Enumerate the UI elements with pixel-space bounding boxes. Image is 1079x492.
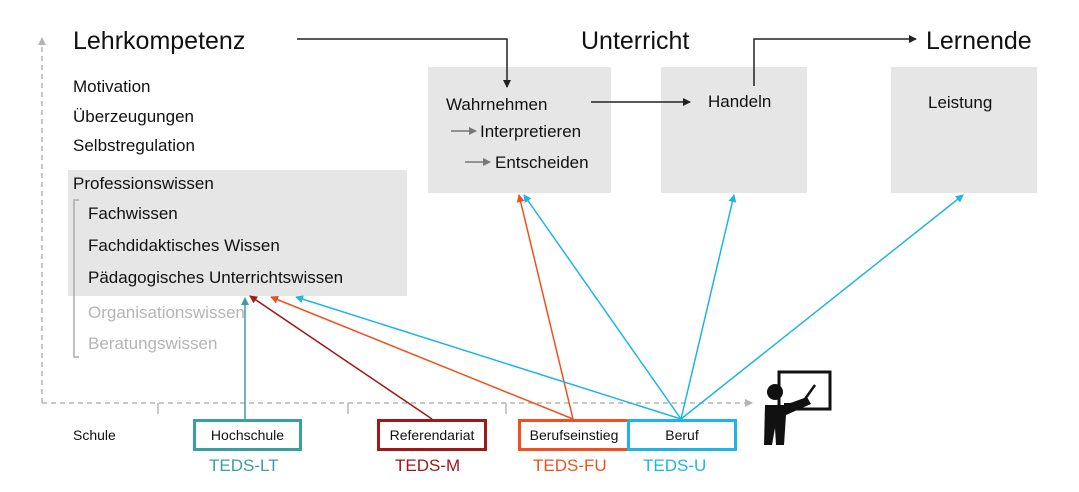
lehrkompetenz-to-wahrnehmen-arrow [297, 38, 511, 88]
label-entscheiden: Entscheiden [495, 153, 589, 172]
label-schule: Schule [73, 427, 116, 443]
knowledge-fachdidaktisch: Fachdidaktisches Wissen [88, 236, 280, 255]
teds-fu-arrow-wahrnehmen [516, 194, 574, 420]
disposition-ueberzeugungen: Überzeugungen [73, 107, 194, 126]
teds-u-arrow-wahrnehmen [523, 194, 682, 420]
study-teds-u: TEDS-U [643, 456, 707, 475]
professionswissen-title: Professionswissen [73, 174, 214, 193]
teds-fu-arrow-knowledge [270, 295, 574, 420]
handeln-to-lernende-arrow [753, 35, 917, 86]
stage-berufseinstieg: Berufseinstieg [518, 419, 630, 451]
wahrnehmen-box [428, 67, 611, 193]
heading-lehrkompetenz: Lehrkompetenz [73, 27, 246, 55]
disposition-motivation: Motivation [73, 77, 151, 96]
handeln-box [661, 67, 807, 193]
knowledge-bracket [73, 199, 79, 358]
label-leistung: Leistung [928, 93, 993, 112]
stage-hochschule: Hochschule [193, 419, 302, 451]
knowledge-fachwissen: Fachwissen [88, 204, 178, 223]
label-interpretieren: Interpretieren [480, 122, 582, 141]
knowledge-organisation: Organisationswissen [88, 303, 245, 322]
study-teds-m: TEDS-M [395, 456, 461, 475]
stage-referendariat: Referendariat [377, 419, 487, 451]
teds-u-arrow-knowledge [295, 295, 682, 420]
teacher-at-board-icon [764, 370, 832, 445]
knowledge-beratung: Beratungswissen [88, 334, 218, 353]
professionswissen-box [68, 170, 407, 296]
disposition-selbstregulation: Selbstregulation [73, 136, 195, 155]
leistung-box [891, 67, 1037, 193]
label-wahrnehmen: Wahrnehmen [446, 95, 548, 114]
study-teds-lt: TEDS-LT [209, 456, 279, 475]
stage-beruf: Beruf [627, 419, 737, 451]
knowledge-paedagogisch: Pädagogisches Unterrichtswissen [88, 268, 344, 287]
label-handeln: Handeln [708, 92, 772, 111]
teds-u-arrow-leistung [680, 194, 964, 420]
teds-m-arrow [249, 295, 433, 420]
heading-lernende: Lernende [926, 27, 1032, 55]
heading-unterricht: Unterricht [581, 27, 690, 55]
study-teds-fu: TEDS-FU [533, 456, 607, 475]
teds-u-arrow-handeln [680, 194, 737, 420]
